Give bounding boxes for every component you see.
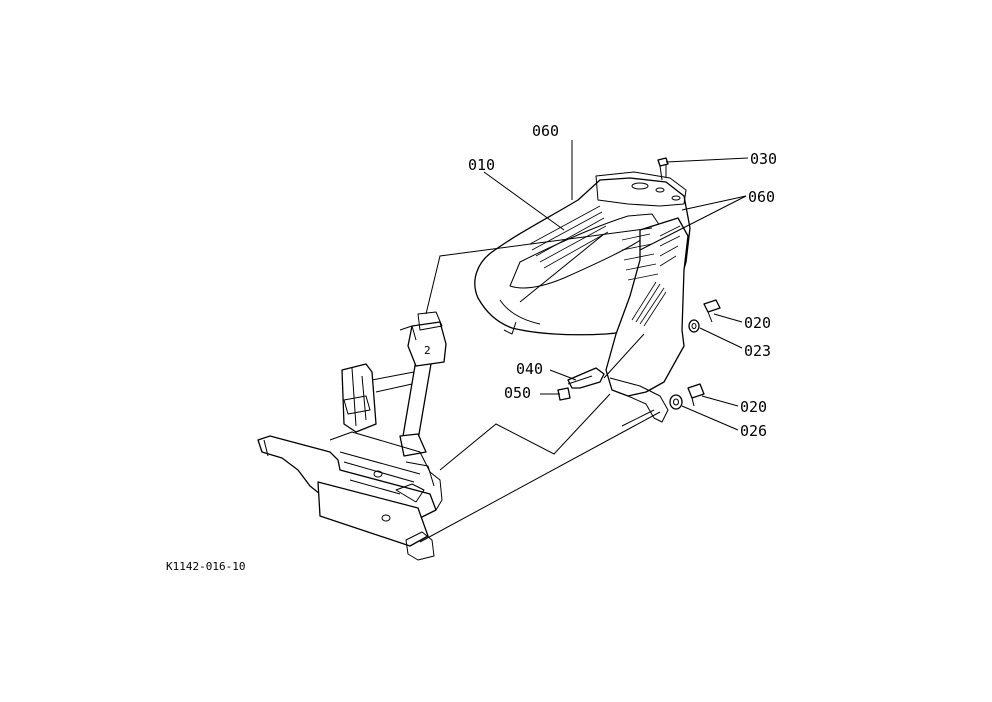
callout-023: 023: [744, 342, 771, 360]
bolt-020-lower: [687, 383, 705, 407]
bolt-020-upper: [703, 299, 721, 323]
leader-lines: [419, 140, 749, 543]
washer-023: [688, 319, 700, 333]
callout-050: 050: [504, 384, 531, 402]
reference-code: K1142-016-10: [166, 560, 245, 573]
callout-026: 026: [740, 422, 767, 440]
column-frame: 2: [257, 311, 447, 561]
bracket-040: [567, 367, 605, 389]
svg-text:2: 2: [424, 344, 431, 357]
callout-030: 030: [750, 150, 777, 168]
callout-010: 010: [468, 156, 495, 174]
callout-labels: 060 010 030 060 020 023 040 050 020 026: [468, 122, 777, 440]
vent-slots: [529, 205, 681, 327]
bolt-030: [657, 157, 669, 181]
washer-026: [669, 394, 683, 410]
bolt-050: [557, 387, 571, 401]
callout-020-lower: 020: [740, 398, 767, 416]
callout-060-right: 060: [748, 188, 775, 206]
callout-060-top: 060: [532, 122, 559, 140]
callout-020-upper: 020: [744, 314, 771, 332]
callout-040: 040: [516, 360, 543, 378]
